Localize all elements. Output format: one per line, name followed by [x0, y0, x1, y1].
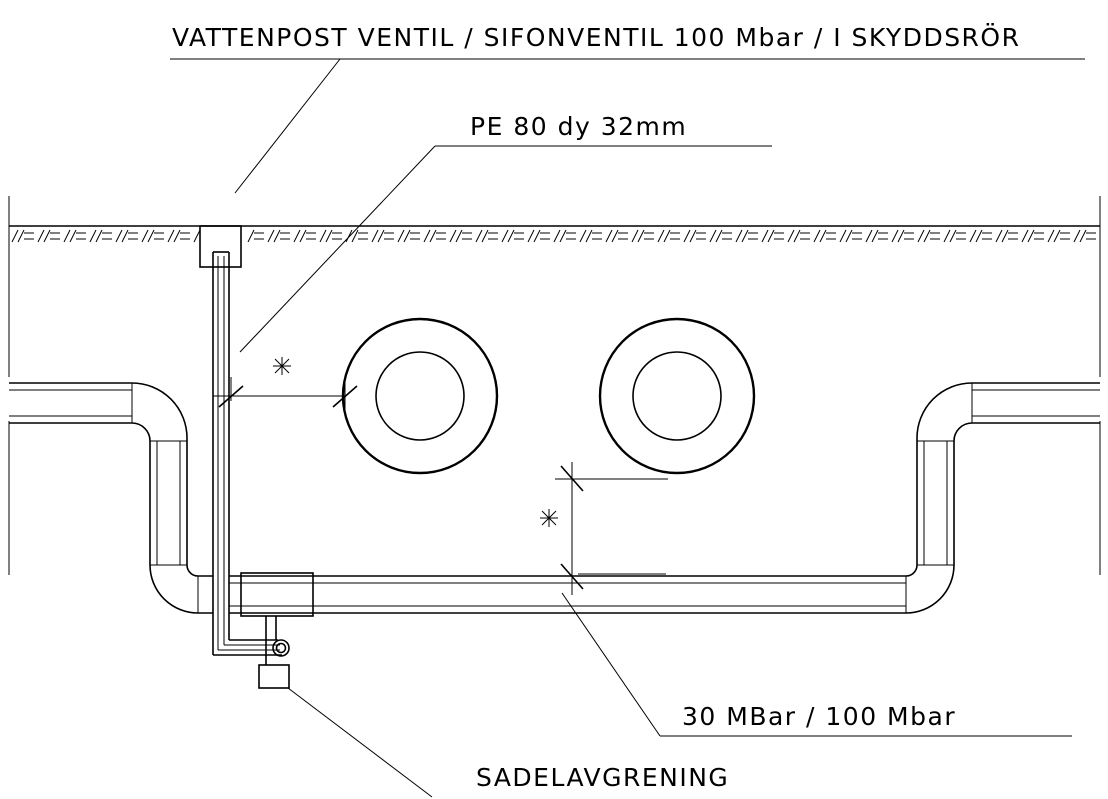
pressure-label: 30 MBar / 100 Mbar — [682, 702, 956, 731]
pe-pipe-label: PE 80 dy 32mm — [470, 112, 687, 141]
valve-leader-line — [234, 58, 341, 194]
pressure-leader-line — [561, 592, 661, 737]
saddle-branch-box — [258, 664, 290, 689]
clearance-symbol-vertical — [540, 509, 558, 527]
clearance-dim-tick-right — [332, 385, 358, 408]
main-pipe-left-outer-upper — [9, 382, 188, 565]
crossing-pipe-right-outer — [598, 317, 756, 475]
crossing-pipe-left-inner — [375, 351, 465, 441]
saddle-outlet-ring-inner — [275, 642, 287, 654]
main-pipe-right-lower-bend-inner — [905, 564, 918, 577]
crossing-pipe-right-inner — [632, 351, 722, 441]
saddle-coupling — [240, 572, 314, 617]
saddle-leader-line — [287, 687, 433, 798]
clearance-dim-tick-left — [218, 385, 244, 408]
clearance-dim-tick-bottom — [560, 563, 584, 590]
ground-hatching — [11, 229, 1096, 243]
saddle-label: SADELAVGRENING — [476, 763, 729, 792]
main-pipe-left-lower-bend-inner — [186, 564, 213, 577]
main-pipe-right-lower-bend-outer — [905, 564, 955, 614]
pe-pipe-leader-line — [239, 145, 436, 353]
main-pipe-right-inner-upper — [953, 422, 1100, 565]
main-pipe-left-inner-upper — [9, 422, 151, 565]
valve-surface-box — [199, 225, 242, 268]
saddle-outlet-ring-outer — [272, 639, 290, 657]
main-pipe-left-lower-bend-outer — [149, 564, 213, 614]
main-pipe-right-outer-upper — [916, 382, 1100, 565]
clearance-dim-tick-top — [560, 465, 584, 492]
clearance-symbol-horizontal — [273, 357, 291, 375]
crossing-pipe-left-outer — [341, 317, 499, 475]
valve-label: VATTENPOST VENTIL / SIFONVENTIL 100 Mbar… — [172, 23, 1020, 52]
